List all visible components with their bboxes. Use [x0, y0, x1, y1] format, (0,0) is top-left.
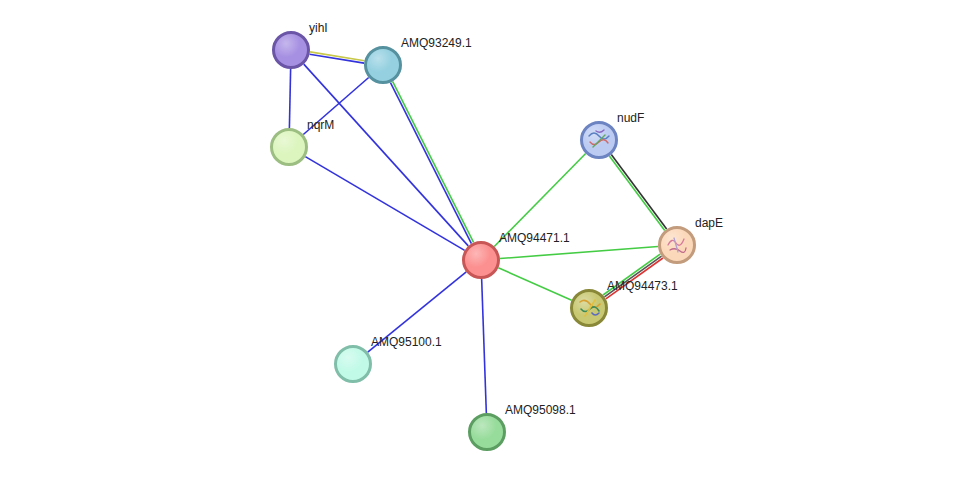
protein-node: nudF	[580, 121, 618, 159]
interaction-edge	[303, 77, 368, 134]
protein-structure-glyph	[580, 300, 600, 316]
protein-label: nudF	[617, 111, 644, 125]
interaction-edge	[368, 272, 467, 352]
interaction-edge	[482, 279, 487, 413]
interaction-edge	[609, 155, 666, 231]
protein-node: AMQ95100.1	[334, 345, 372, 383]
evidence-line	[368, 272, 467, 352]
evidence-line	[304, 64, 469, 246]
evidence-line	[303, 77, 368, 134]
evidence-line	[482, 279, 487, 413]
protein-label: AMQ93249.1	[401, 36, 472, 50]
evidence-line	[498, 268, 571, 301]
interaction-edge	[305, 157, 464, 251]
protein-node: AMQ94471.1	[462, 241, 500, 279]
protein-label: AMQ95098.1	[505, 403, 576, 417]
protein-label: yihI	[309, 21, 328, 35]
protein-node: AMQ94473.1	[570, 289, 608, 327]
evidence-line	[289, 69, 290, 128]
protein-node: nqrM	[270, 128, 308, 166]
protein-structure-glyph	[589, 130, 609, 147]
protein-label: nqrM	[307, 118, 334, 132]
protein-label: AMQ94471.1	[499, 231, 570, 245]
evidence-line	[393, 81, 474, 242]
protein-structure-glyph	[668, 238, 686, 252]
evidence-line	[500, 246, 658, 258]
protein-label: AMQ94473.1	[607, 279, 678, 293]
protein-label: dapE	[695, 216, 723, 230]
protein-node: AMQ93249.1	[364, 46, 402, 84]
evidence-line	[390, 83, 471, 244]
interaction-edge	[498, 268, 571, 301]
interaction-edge	[289, 69, 290, 128]
interaction-edge	[310, 52, 365, 63]
evidence-line	[310, 54, 364, 63]
interaction-edge	[304, 64, 469, 246]
protein-node: yihI	[272, 31, 310, 69]
protein-label: AMQ95100.1	[371, 335, 442, 349]
evidence-line	[494, 154, 585, 247]
evidence-line	[611, 155, 666, 229]
interaction-edge	[494, 154, 585, 247]
evidence-line	[305, 157, 464, 251]
protein-node: AMQ95098.1	[468, 413, 506, 451]
interaction-edge	[390, 81, 473, 243]
protein-node: dapE	[658, 226, 696, 264]
interaction-edge	[500, 246, 658, 258]
evidence-line	[609, 156, 664, 230]
